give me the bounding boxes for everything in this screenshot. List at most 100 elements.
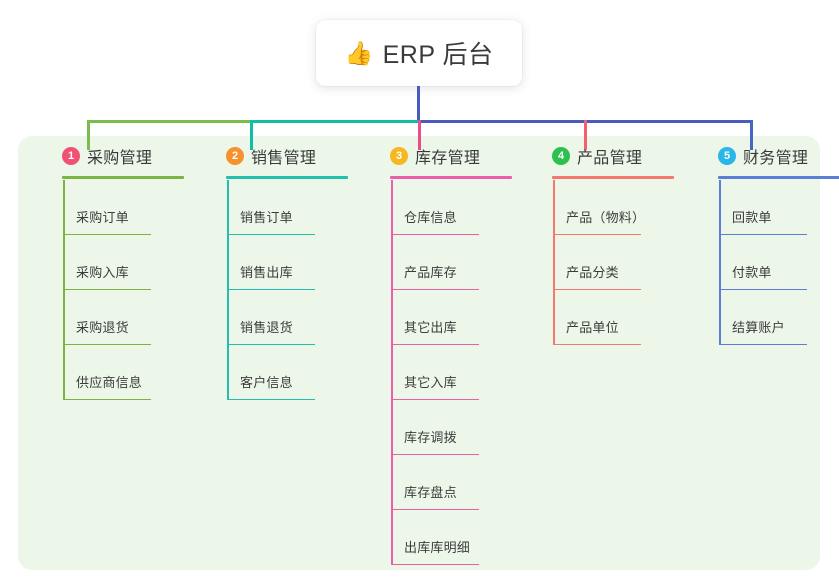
bus-teal [250,120,419,123]
leaf-node-rule [227,343,315,345]
leaf-node-label: 其它入库 [404,375,457,390]
leaf-node[interactable]: 销售订单 [204,180,370,235]
drop-finance [750,120,753,150]
leaf-node[interactable]: 销售出库 [204,235,370,290]
branch-header-rule-5 [718,176,839,179]
thumbs-up-emoji: 👍 [344,39,374,66]
leaf-node[interactable]: 其它入库 [368,345,534,400]
leaf-node[interactable]: 产品库存 [368,235,534,290]
branch-header-5[interactable]: 5 财务管理 [696,136,839,176]
branch-column-1: 1 采购管理采购订单采购入库采购退货供应商信息 [40,136,206,400]
root-title-text: ERP 后台 [382,41,494,69]
branch-column-3: 3 库存管理仓库信息产品库存其它出库其它入库库存调拨库存盘点出库库明细 [368,136,534,565]
leaf-node-label: 库存调拨 [404,430,457,445]
leaf-node-label: 产品库存 [404,265,457,280]
branch-badge-1: 1 [62,147,80,165]
branch-title-5: 财务管理 [743,150,809,167]
leaf-node[interactable]: 销售退货 [204,290,370,345]
leaf-node[interactable]: 出库库明细 [368,510,534,565]
branch-badge-5: 5 [718,147,736,165]
drop-product [584,120,587,150]
branch-title-4: 产品管理 [577,150,643,167]
leaf-node[interactable]: 产品（物料） [530,180,696,235]
leaf-node[interactable]: 客户信息 [204,345,370,400]
leaf-node[interactable]: 采购入库 [40,235,206,290]
branch-header-rule-2 [226,176,348,179]
leaf-node-label: 产品分类 [566,265,619,280]
leaf-node-label: 采购退货 [76,320,129,335]
branch-title-1: 采购管理 [87,150,153,167]
leaf-node-label: 产品（物料） [566,210,646,225]
branch-badge-2: 2 [226,147,244,165]
leaf-node[interactable]: 付款单 [696,235,839,290]
leaf-node[interactable]: 结算账户 [696,290,839,345]
leaf-node-label: 产品单位 [566,320,619,335]
branch-column-4: 4 产品管理产品（物料） 产品分类产品单位 [530,136,696,345]
leaf-node-label: 仓库信息 [404,210,457,225]
leaf-node-label: 出库库明细 [404,540,471,555]
branch-items-1: 采购订单采购入库采购退货供应商信息 [40,180,206,400]
leaf-node-label: 采购订单 [76,210,129,225]
branch-header-2[interactable]: 2 销售管理 [204,136,370,176]
bus-green [87,120,251,123]
branch-items-5: 回款单付款单结算账户 [696,180,839,345]
leaf-node-rule [227,398,315,400]
branch-spine-1 [63,180,65,400]
leaf-node-rule [391,288,479,290]
leaf-node-rule [553,343,641,345]
leaf-node-label: 库存盘点 [404,485,457,500]
leaf-node-rule [227,233,315,235]
branch-items-2: 销售订单销售出库销售退货客户信息 [204,180,370,400]
branch-badge-4: 4 [552,147,570,165]
branch-badge-3: 3 [390,147,408,165]
leaf-node[interactable]: 采购订单 [40,180,206,235]
branch-header-1[interactable]: 1 采购管理 [40,136,206,176]
leaf-node-label: 其它出库 [404,320,457,335]
content-panel [18,136,820,570]
drop-sales [250,120,253,150]
branch-column-2: 2 销售管理销售订单销售出库销售退货客户信息 [204,136,370,400]
leaf-node-rule [63,343,151,345]
branch-spine-4 [553,180,555,345]
branch-columns: 1 采购管理采购订单采购入库采购退货供应商信息 2 销售管理销售订单销售出库销售退货客… [18,136,839,570]
leaf-node-rule [391,453,479,455]
leaf-node-rule [391,508,479,510]
root-node-card[interactable]: 👍 ERP 后台 [316,20,522,86]
leaf-node-rule [391,233,479,235]
leaf-node[interactable]: 其它出库 [368,290,534,345]
branch-title-2: 销售管理 [251,150,317,167]
branch-header-rule-4 [552,176,674,179]
leaf-node[interactable]: 供应商信息 [40,345,206,400]
leaf-node-rule [63,398,151,400]
trunk-connector [417,86,420,120]
leaf-node-label: 销售订单 [240,210,293,225]
root-title: 👍 ERP 后台 [344,35,493,71]
leaf-node-rule [553,233,641,235]
leaf-node-rule [391,398,479,400]
leaf-node[interactable]: 产品分类 [530,235,696,290]
leaf-node-rule [719,233,807,235]
leaf-node[interactable]: 回款单 [696,180,839,235]
branch-items-3: 仓库信息产品库存其它出库其它入库库存调拨库存盘点出库库明细 [368,180,534,565]
branch-spine-3 [391,180,393,565]
leaf-node[interactable]: 仓库信息 [368,180,534,235]
leaf-node[interactable]: 采购退货 [40,290,206,345]
branch-header-3[interactable]: 3 库存管理 [368,136,534,176]
branch-title-3: 库存管理 [415,150,481,167]
leaf-node-label: 回款单 [732,210,772,225]
branch-header-rule-1 [62,176,184,179]
leaf-node[interactable]: 产品单位 [530,290,696,345]
branch-spine-2 [227,180,229,400]
leaf-node-rule [719,343,807,345]
leaf-node-label: 销售出库 [240,265,293,280]
branch-header-4[interactable]: 4 产品管理 [530,136,696,176]
leaf-node-label: 供应商信息 [76,375,143,390]
branch-spine-5 [719,180,721,345]
leaf-node-label: 结算账户 [732,320,785,335]
leaf-node[interactable]: 库存调拨 [368,400,534,455]
leaf-node-label: 付款单 [732,265,772,280]
branch-items-4: 产品（物料） 产品分类产品单位 [530,180,696,345]
leaf-node[interactable]: 库存盘点 [368,455,534,510]
leaf-node-rule [391,563,479,565]
